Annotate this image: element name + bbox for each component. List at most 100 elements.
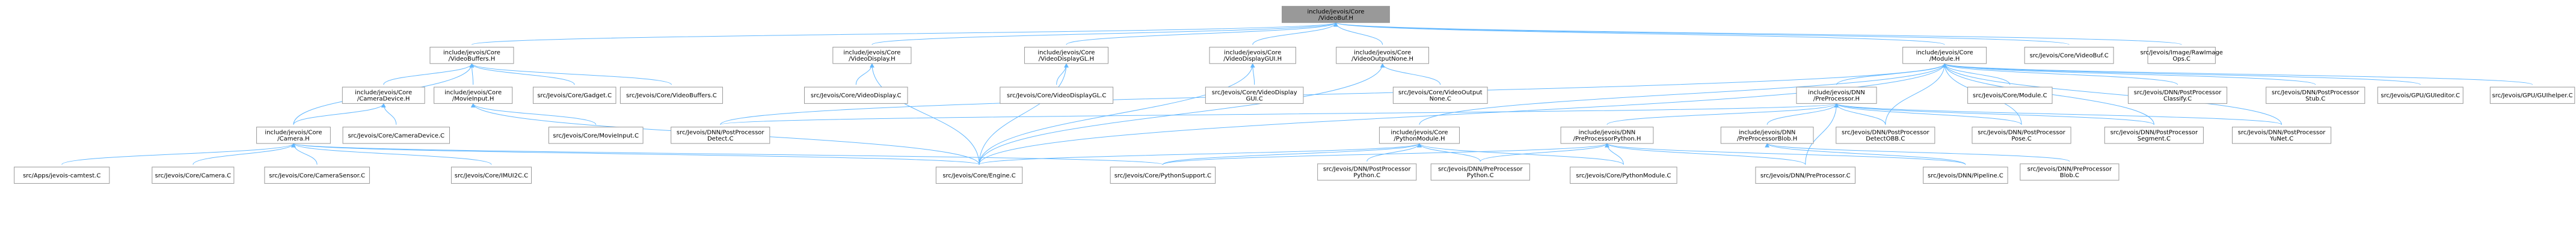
dependency-edge	[1766, 143, 2070, 162]
dependency-edge	[1885, 63, 1945, 125]
node-label: src/Jevois/DNN/PostProcessor	[2110, 130, 2198, 136]
graph-node[interactable]: src/Jevois/Core/VideoDisplayGL.C	[1000, 86, 1114, 104]
graph-node[interactable]: src/Jevois/Core/PythonSupport.C	[1110, 166, 1216, 184]
node-box	[152, 166, 235, 184]
dependency-edge	[1366, 143, 1420, 162]
graph-node[interactable]: src/Jevois/Core/VideoDisplay.C	[804, 86, 908, 104]
node-label: src/Jevois/DNN/PreProcessor.C	[1760, 172, 1851, 179]
graph-node[interactable]: src/Jevois/GPU/GUIeditor.C	[2377, 86, 2464, 104]
graph-node[interactable]: include/jevois/Core/CameraDevice.H	[342, 86, 425, 104]
dependency-edge	[1162, 143, 1608, 165]
node-label: src/Jevois/GPU/GUIhelper.C	[2492, 92, 2573, 99]
graph-node[interactable]: include/jevois/Core/VideoBuffers.H	[429, 47, 514, 64]
graph-node[interactable]: include/jevois/Core/VideoDisplayGL.H	[1024, 47, 1108, 64]
graph-node[interactable]: src/Jevois/DNN/PreProcessor.C	[1755, 166, 1856, 184]
dependency-edge	[1766, 143, 1966, 165]
node-label: src/Jevois/GPU/GUIeditor.C	[2381, 92, 2460, 99]
dependency-edge	[979, 63, 1253, 165]
node-label: Blob.C	[2060, 172, 2079, 179]
node-label: include/jevois/Core	[1354, 49, 1411, 56]
graph-node[interactable]: src/Jevois/Core/Gadget.C	[532, 86, 616, 104]
graph-node[interactable]: include/jevois/DNN/PreProcessorPython.H	[1560, 127, 1654, 144]
edge-arrowhead	[1380, 63, 1385, 68]
graph-node[interactable]: src/Jevois/Core/PythonModule.C	[1570, 166, 1677, 184]
dependency-edge	[192, 143, 294, 165]
graph-node[interactable]: src/Jevois/Core/Module.C	[1967, 86, 2053, 104]
node-label: src/Jevois/Core/IMUI2C.C	[455, 172, 528, 179]
graph-node[interactable]: include/jevois/DNN/PreProcessor.H	[1796, 86, 1877, 104]
dependency-edge	[1335, 22, 1945, 45]
node-label: src/Jevois/DNN/PostProcessor	[2134, 89, 2222, 96]
graph-node[interactable]: src/Jevois/Core/VideoBuffers.C	[619, 86, 723, 104]
graph-node[interactable]: include/jevois/Core/VideoDisplay.H	[832, 47, 912, 64]
graph-node[interactable]: src/Jevois/DNN/Pipeline.C	[1923, 166, 2008, 184]
node-box	[1336, 47, 1430, 64]
graph-node[interactable]: src/Jevois/GPU/GUIhelper.C	[2489, 86, 2575, 104]
dependency-edge	[979, 63, 1383, 165]
graph-node[interactable]: src/Jevois/Core/IMUI2C.C	[450, 166, 532, 184]
node-box	[1967, 86, 2053, 104]
dependency-edge	[1944, 63, 2421, 85]
graph-node[interactable]: src/Jevois/Core/VideoOutputNone.C	[1392, 86, 1488, 104]
node-label: include/jevois/DNN	[1739, 130, 1796, 136]
node-label: src/Jevois/Core/VideoOutput	[1398, 89, 1483, 96]
node-label: src/Jevois/DNN/PostProcessor	[2272, 89, 2359, 96]
graph-node[interactable]: include/jevois/Core/Module.H	[1902, 47, 1987, 64]
dependency-edge	[293, 143, 980, 165]
graph-node[interactable]: include/jevois/Core/VideoOutputNone.H	[1336, 47, 1430, 64]
node-label: src/Jevois/DNN/Pipeline.C	[1928, 172, 2003, 179]
edge-arrowhead	[470, 103, 476, 107]
node-box	[434, 86, 513, 104]
node-box	[804, 86, 908, 104]
graph-node[interactable]: include/jevois/Core/MovieInput.H	[434, 86, 513, 104]
dependency-edge	[1944, 63, 2011, 85]
node-label: /VideoDisplayGUI.H	[1223, 56, 1282, 62]
graph-node[interactable]: src/Apps/jevois-camtest.C	[14, 166, 110, 184]
graph-node[interactable]: src/Jevois/Core/Engine.C	[935, 166, 1023, 184]
graph-nodes: include/jevois/Core/VideoBuf.H include/je…	[14, 5, 2575, 184]
dependency-edge	[1805, 103, 1837, 165]
graph-node[interactable]: src/Jevois/Core/VideoBuf.C	[2024, 47, 2114, 64]
edge-arrowhead	[1417, 143, 1422, 148]
node-label: /Module.H	[1929, 56, 1960, 62]
node-label: src/Jevois/Core/CameraDevice.C	[348, 133, 444, 139]
graph-node[interactable]: src/Jevois/Core/CameraSensor.C	[264, 166, 370, 184]
node-label: DetectOBB.C	[1866, 136, 1905, 142]
graph-node[interactable]: src/Jevois/Core/VideoDisplayGUI.C	[1205, 86, 1304, 104]
graph-node[interactable]: src/Jevois/Core/MovieInput.C	[548, 127, 644, 144]
node-label: include/jevois/Core	[1224, 49, 1281, 56]
node-label: src/Jevois/Image/RawImage	[2140, 49, 2223, 56]
graph-node[interactable]: src/Jevois/Core/CameraDevice.C	[342, 127, 450, 144]
node-label: include/jevois/DNN	[1579, 130, 1636, 136]
graph-node[interactable]: src/Jevois/DNN/PreProcessorPython.C	[1430, 163, 1530, 181]
graph-root-node: include/jevois/Core/VideoBuf.H	[1282, 5, 1390, 23]
node-label: src/Jevois/Core/VideoDisplay.C	[811, 92, 902, 99]
node-label: /CameraDevice.H	[357, 95, 410, 102]
node-label: src/Jevois/Core/CameraSensor.C	[269, 172, 365, 179]
node-label: include/jevois/DNN	[1808, 89, 1865, 96]
dependency-edge	[1419, 63, 1945, 125]
graph-node[interactable]: include/jevois/Core/Camera.H	[256, 127, 331, 144]
node-label: /Camera.H	[277, 136, 309, 142]
node-label: src/Jevois/Core/Engine.C	[942, 172, 1015, 179]
graph-node[interactable]: include/jevois/Core/VideoDisplayGUI.H	[1209, 47, 1296, 64]
graph-node[interactable]: include/jevois/DNN/PreProcessorBlob.H	[1720, 127, 1814, 144]
node-label: src/Jevois/Core/Module.C	[1973, 92, 2047, 99]
node-box	[2266, 86, 2365, 104]
node-label: src/Jevois/Core/MovieInput.C	[553, 133, 639, 139]
graph-node[interactable]: include/jevois/Core/PythonModule.H	[1379, 127, 1460, 144]
edge-arrowhead	[1605, 143, 1609, 148]
node-box	[935, 166, 1023, 184]
graph-node[interactable]: src/Jevois/Core/Camera.C	[152, 166, 235, 184]
graph-node[interactable]: src/Jevois/DNN/PreProcessorBlob.C	[2020, 163, 2120, 181]
edge-arrowhead	[1250, 63, 1255, 68]
